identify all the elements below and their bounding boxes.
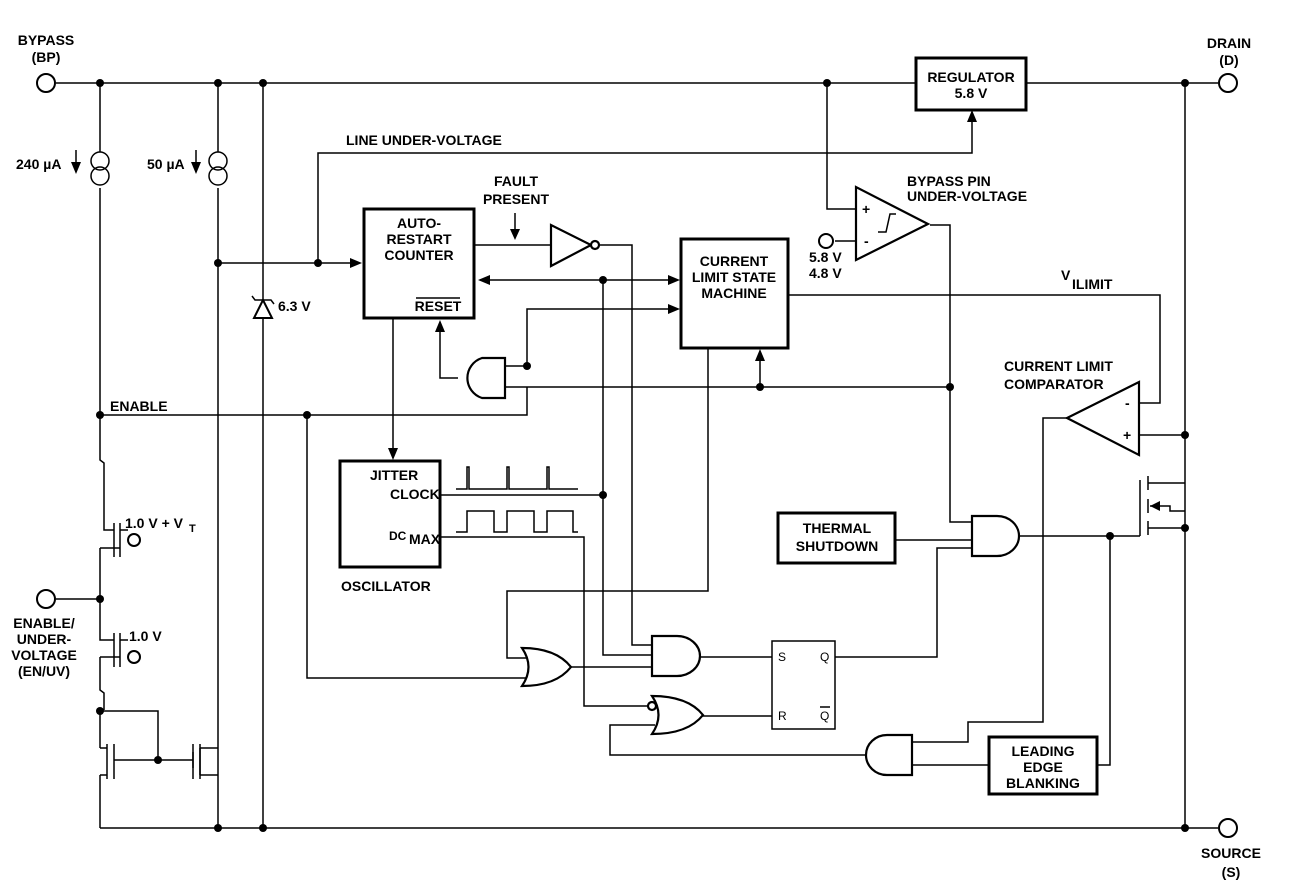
bpuv-plus-sign: + <box>862 201 870 217</box>
vt2-label: 1.0 V <box>129 628 162 644</box>
ff-qbar-label: Q <box>820 709 829 723</box>
ff-s-label: S <box>778 650 786 664</box>
line-undervoltage-label: LINE UNDER-VOLTAGE <box>346 132 502 148</box>
thermal-label-line2: SHUTDOWN <box>796 538 878 554</box>
current-source-50ua: 50 µA <box>147 151 228 186</box>
vt1-label: 1.0 V + V <box>125 515 184 531</box>
source-pin-terminal <box>1218 818 1238 838</box>
vt1-subscript: T <box>189 523 196 535</box>
source-pin-name: SOURCE <box>1201 845 1261 861</box>
thermal-shutdown-block: THERMAL SHUTDOWN <box>776 511 897 565</box>
current-240ua-label: 240 µA <box>16 156 61 172</box>
leb-label-line3: BLANKING <box>1006 775 1080 791</box>
source-pin-code: (S) <box>1222 864 1241 880</box>
or-gate-lower <box>649 694 705 736</box>
enable-pin-line1: ENABLE/ <box>13 615 75 631</box>
regulator-label: REGULATOR <box>927 69 1014 85</box>
csm-label-line2: LIMIT STATE <box>692 269 776 285</box>
bpuv-label-line2: UNDER-VOLTAGE <box>907 188 1027 204</box>
current-limit-state-machine-block: CURRENT LIMIT STATE MACHINE <box>679 237 790 350</box>
threshold-low: 4.8 V <box>809 265 842 281</box>
leading-edge-blanking-block: LEADING EDGE BLANKING <box>987 735 1099 796</box>
enable-pin-line4: (EN/UV) <box>18 663 70 679</box>
clim-label-line2: COMPARATOR <box>1004 376 1104 392</box>
vilimit-label: V <box>1061 267 1071 283</box>
arrowheads <box>71 110 977 460</box>
junction-dots <box>96 79 1189 832</box>
oscillator-name: OSCILLATOR <box>341 578 431 594</box>
and-gate-blanking <box>864 733 914 777</box>
enable-signal-label: ENABLE <box>110 398 168 414</box>
arc-label-line1: AUTO- <box>397 215 441 231</box>
auto-restart-counter-block: AUTO- RESTART COUNTER RESET <box>362 207 476 320</box>
threshold-high: 5.8 V <box>809 249 842 265</box>
leb-label-line1: LEADING <box>1012 743 1075 759</box>
drain-pin-terminal <box>1218 73 1238 93</box>
or-gate-upper <box>519 646 573 688</box>
and-gate-set <box>650 634 702 678</box>
clim-minus-sign: - <box>1125 395 1130 411</box>
fault-inverter <box>549 223 601 268</box>
osc-max-label: MAX <box>409 531 441 547</box>
enable-pin-line3: VOLTAGE <box>11 647 77 663</box>
drain-pin-name: DRAIN <box>1207 35 1251 51</box>
osc-clock-label: CLOCK <box>390 486 440 502</box>
or-gate-inverting-input <box>646 700 658 712</box>
osc-jitter-label: JITTER <box>370 467 418 483</box>
bypass-pin-name: BYPASS <box>18 32 75 48</box>
current-source-240ua: 240 µA <box>16 151 110 186</box>
csm-label-line3: MACHINE <box>701 285 766 301</box>
fault-label-line1: FAULT <box>494 173 539 189</box>
arc-reset-label: RESET <box>415 298 462 314</box>
vilimit-subscript: ILIMIT <box>1072 276 1113 292</box>
current-limit-comparator: - + CURRENT LIMIT COMPARATOR <box>1004 358 1141 457</box>
arc-label-line2: RESTART <box>386 231 452 247</box>
zener-diode: 6.3 V <box>251 295 311 319</box>
leb-label-line2: EDGE <box>1023 759 1063 775</box>
regulator-block: REGULATOR 5.8 V <box>914 56 1028 112</box>
and-gate-drive <box>970 514 1021 558</box>
dcmax-waveform <box>456 510 578 533</box>
pin-enable: ENABLE/ UNDER- VOLTAGE (EN/UV) <box>11 589 77 679</box>
pin-source: SOURCE (S) <box>1201 818 1261 880</box>
enable-pin-terminal <box>36 589 56 609</box>
sr-flip-flop: S R Q Q <box>771 640 836 730</box>
clock-waveform <box>456 466 578 490</box>
arc-label-line3: COUNTER <box>384 247 453 263</box>
power-mosfet <box>1139 476 1160 536</box>
oscillator-block: JITTER CLOCK DC MAX OSCILLATOR <box>338 459 442 594</box>
bypass-uv-comparator: + - 5.8 V 4.8 V BYPASS PIN UNDER-VOLTAGE <box>809 173 1027 281</box>
pin-bypass: BYPASS (BP) <box>18 32 75 93</box>
clim-plus-sign: + <box>1123 427 1131 443</box>
thermal-label-line1: THERMAL <box>803 520 872 536</box>
enable-transistor-2: 1.0 V <box>100 628 162 667</box>
enable-transistor-1: 1.0 V + V T <box>100 515 196 557</box>
regulator-voltage: 5.8 V <box>955 85 988 101</box>
threshold-terminal <box>818 233 834 249</box>
csm-label-line1: CURRENT <box>700 253 769 269</box>
current-mirror <box>106 744 201 779</box>
current-50ua-label: 50 µA <box>147 156 185 172</box>
bpuv-minus-sign: - <box>864 233 869 249</box>
clim-label-line1: CURRENT LIMIT <box>1004 358 1113 374</box>
bpuv-label-line1: BYPASS PIN <box>907 173 991 189</box>
enable-pin-line2: UNDER- <box>17 631 72 647</box>
ff-q-label: Q <box>820 650 829 664</box>
bypass-pin-terminal <box>36 73 56 93</box>
osc-dc-label: DC <box>389 529 407 543</box>
pin-drain: DRAIN (D) <box>1207 35 1251 93</box>
drain-pin-code: (D) <box>1219 52 1238 68</box>
ff-r-label: R <box>778 709 787 723</box>
and-gate-reset <box>466 356 507 400</box>
zener-voltage-label: 6.3 V <box>278 298 311 314</box>
wires <box>56 82 1218 829</box>
fault-label-line2: PRESENT <box>483 191 550 207</box>
bypass-pin-code: (BP) <box>32 49 61 65</box>
